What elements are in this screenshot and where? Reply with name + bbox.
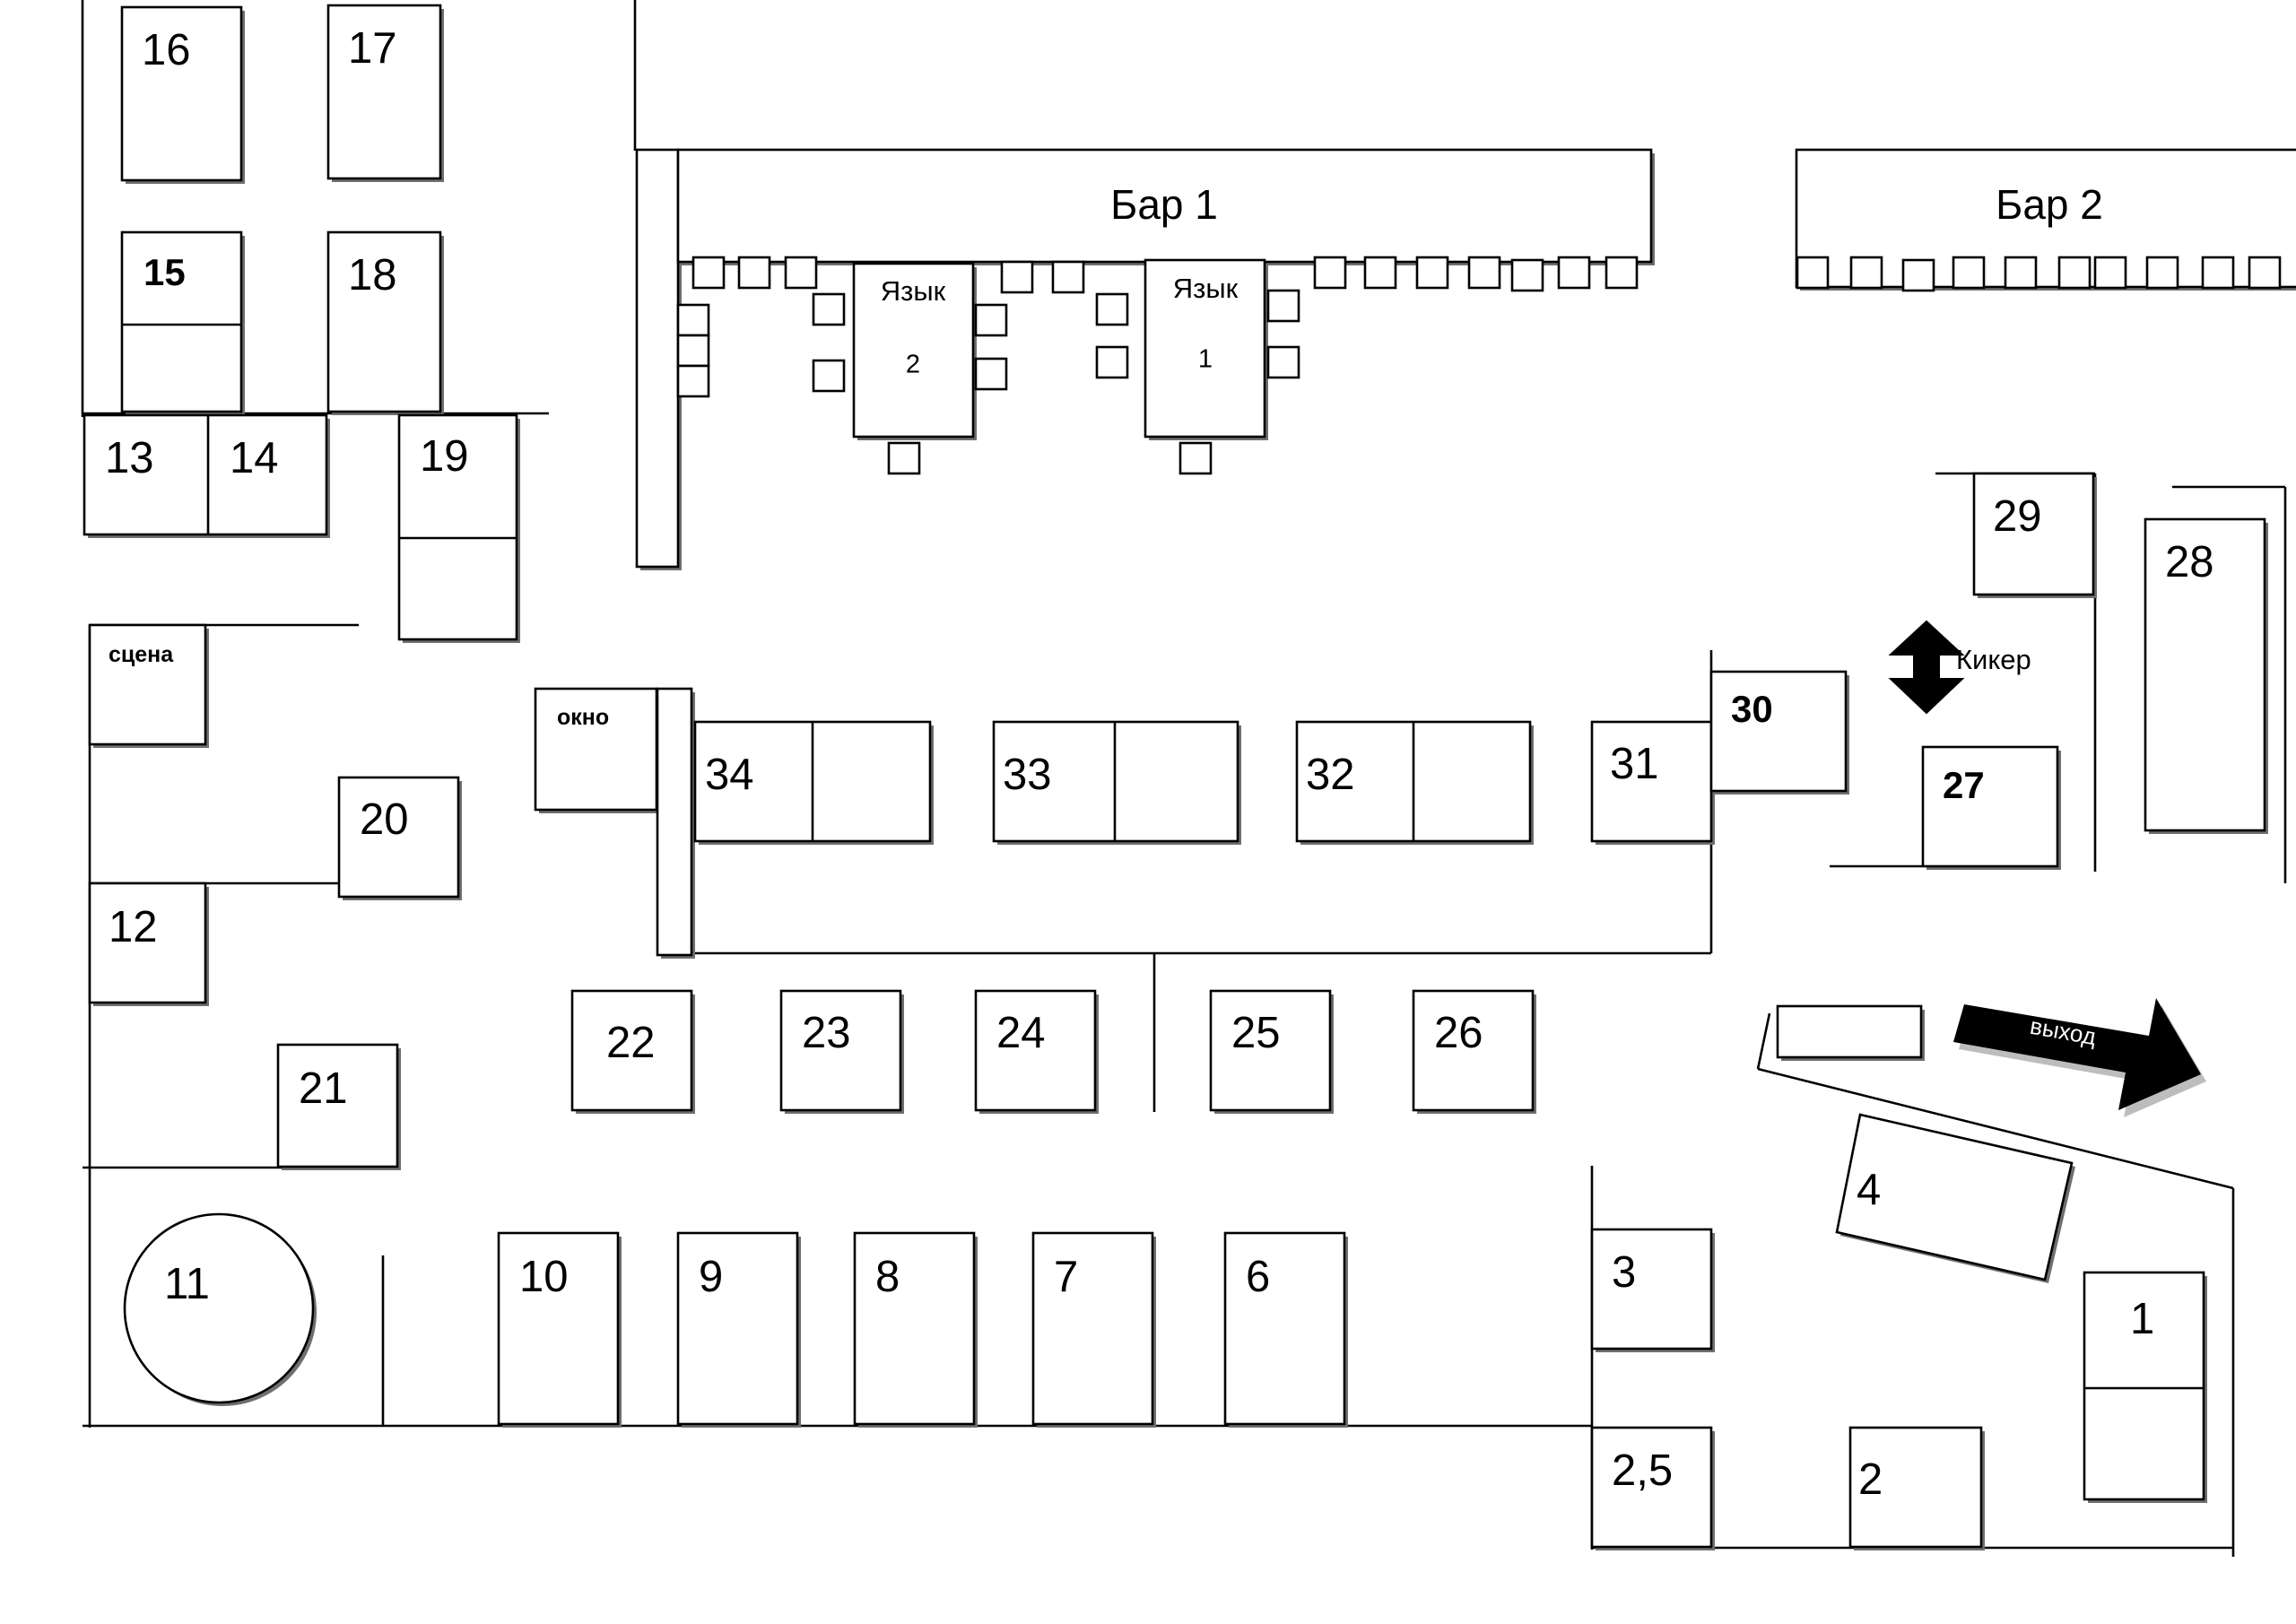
table-1[interactable]: 1 (2083, 1271, 2207, 1503)
table-21-number: 21 (299, 1064, 348, 1113)
table-33-number: 33 (1003, 751, 1052, 799)
table-7[interactable]: 7 (1031, 1231, 1156, 1428)
table-9-number: 9 (699, 1253, 723, 1301)
table-8[interactable]: 8 (853, 1231, 978, 1428)
table-3[interactable]: 3 (1590, 1228, 1715, 1352)
table-19-number: 19 (420, 432, 469, 481)
table-4-number: 4 (1857, 1166, 1881, 1214)
table-25[interactable]: 25 (1209, 989, 1334, 1114)
foosball: Кикер (1888, 620, 2031, 715)
table-14-number: 14 (230, 434, 279, 482)
table-10-number: 10 (519, 1253, 569, 1301)
table-9[interactable]: 9 (676, 1231, 801, 1428)
table-13-14[interactable]: 13 14 (83, 413, 330, 538)
table-13-number: 13 (105, 434, 154, 482)
table-7-number: 7 (1054, 1253, 1078, 1301)
table-30[interactable]: 30 (1709, 670, 1849, 795)
stage: сцена (88, 623, 209, 748)
table-25-number: 25 (1231, 1009, 1281, 1057)
table-12-number: 12 (109, 903, 158, 951)
table-27[interactable]: 27 (1921, 745, 2061, 870)
table-16-number: 16 (142, 26, 191, 74)
table-27-number: 27 (1943, 764, 1985, 806)
language-table-1[interactable]: Язык 1 (1095, 258, 1300, 475)
bar-1: Бар 1 (635, 148, 1655, 570)
table-22[interactable]: 22 (570, 989, 695, 1114)
table-3-number: 3 (1612, 1248, 1636, 1297)
exit-arrow[interactable]: выход (1953, 998, 2206, 1117)
table-17-number: 17 (348, 24, 397, 73)
table-26-number: 26 (1434, 1009, 1483, 1057)
table-24[interactable]: 24 (974, 989, 1099, 1114)
table-34-number: 34 (705, 751, 754, 799)
foosball-label: Кикер (1956, 644, 2031, 675)
table-29[interactable]: 29 (1972, 472, 2097, 598)
stage-label: сцена (109, 642, 174, 667)
table-29-number: 29 (1993, 492, 2042, 541)
table-11-number: 11 (164, 1260, 210, 1308)
window-ledge (656, 687, 695, 959)
language-table-1-number: 1 (1198, 345, 1213, 374)
window-label: окно (557, 705, 609, 730)
bar-1-stools[interactable] (676, 256, 1639, 398)
table-30-number: 30 (1731, 688, 1773, 730)
table-6-number: 6 (1246, 1253, 1270, 1301)
table-18-number: 18 (348, 251, 397, 300)
table-23[interactable]: 23 (779, 989, 904, 1114)
table-18[interactable]: 18 (326, 230, 444, 415)
table-32-number: 32 (1306, 751, 1355, 799)
table-2-5[interactable]: 2,5 (1590, 1426, 1715, 1550)
table-23-number: 23 (802, 1009, 851, 1057)
table-32[interactable]: 32 (1295, 720, 1534, 845)
table-34[interactable]: 34 (693, 720, 934, 845)
language-table-2-label: Язык (881, 275, 946, 307)
table-1-number: 1 (2130, 1295, 2154, 1343)
table-33[interactable]: 33 (992, 720, 1241, 845)
language-table-2[interactable]: Язык 2 (812, 262, 1008, 475)
bar-1-label: Бар 1 (1110, 181, 1218, 228)
bar-2-label: Бар 2 (1996, 181, 2103, 228)
table-28[interactable]: 28 (2144, 517, 2268, 834)
table-17[interactable]: 17 (326, 4, 444, 182)
table-11[interactable]: 11 (123, 1212, 317, 1406)
table-4[interactable]: 4 (1835, 1113, 2075, 1283)
table-22-number: 22 (606, 1019, 656, 1067)
table-20[interactable]: 20 (337, 776, 462, 900)
table-26[interactable]: 26 (1412, 989, 1536, 1114)
table-19[interactable]: 19 (397, 413, 520, 643)
bar-2-stools[interactable] (1796, 256, 2282, 292)
language-table-2-number: 2 (906, 351, 920, 379)
entrance-counter (1776, 1004, 1925, 1061)
table-21[interactable]: 21 (276, 1043, 401, 1170)
table-24-number: 24 (996, 1009, 1046, 1057)
table-8-number: 8 (875, 1253, 900, 1301)
table-15[interactable]: 15 (120, 230, 245, 415)
table-12[interactable]: 12 (88, 881, 209, 1006)
table-28-number: 28 (2165, 538, 2214, 586)
window: окно (534, 687, 660, 813)
table-2-5-number: 2,5 (1612, 1446, 1673, 1495)
table-2[interactable]: 2 (1848, 1426, 1985, 1550)
table-31[interactable]: 31 (1590, 720, 1715, 845)
table-6[interactable]: 6 (1223, 1231, 1348, 1428)
table-20-number: 20 (360, 795, 409, 844)
table-15-number: 15 (144, 251, 186, 293)
table-31-number: 31 (1610, 740, 1659, 788)
table-10[interactable]: 10 (497, 1231, 622, 1428)
table-16[interactable]: 16 (120, 5, 245, 184)
language-table-1-label: Язык (1173, 273, 1239, 304)
table-2-number: 2 (1858, 1455, 1883, 1504)
